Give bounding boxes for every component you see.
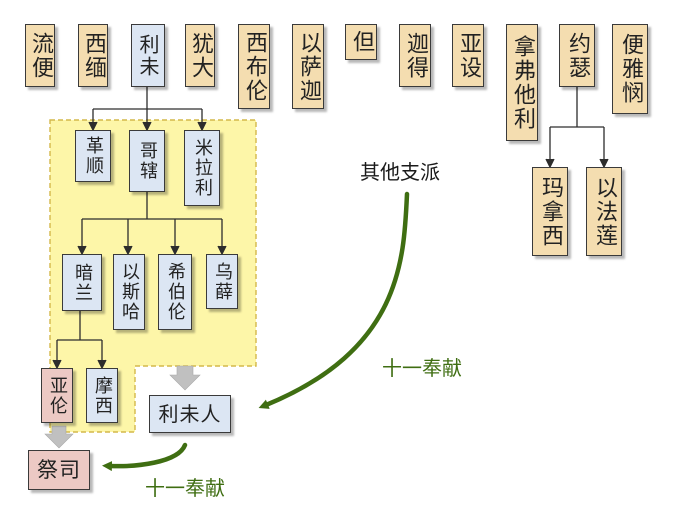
tithe-arrow-tribes-to-levites [258,191,410,409]
kohath-son-box: 希伯伦 [158,254,192,330]
tribe-box: 流便 [25,24,55,87]
tribe-box: 西布伦 [238,24,270,109]
tribe-box: 便雅悯 [612,24,648,114]
tribe-box: 拿弗他利 [506,24,538,141]
tribe-box: 迦得 [399,24,431,87]
levites-box: 利未人 [149,395,231,433]
tribe-box: 但 [345,24,377,60]
moses-box: 摩西 [86,368,118,423]
joseph-son-box: 玛拿西 [532,167,568,256]
levi-son-box-kohath: 哥辖 [129,130,165,192]
tribe-box: 以萨迦 [292,24,324,109]
tithe-label-upper: 十一奉献 [382,356,462,380]
tribe-box: 亚设 [452,24,484,87]
priests-box: 祭司 [28,450,90,490]
other-branches-label: 其他支派 [360,160,440,184]
aaron-box: 亚伦 [41,368,73,423]
amram-connectors [52,311,107,370]
kohath-son-box: 乌薛 [206,254,238,309]
tribe-box-joseph: 约瑟 [559,24,595,87]
joseph-son-box: 以法莲 [586,167,622,256]
tithe-label-lower: 十一奉献 [145,476,225,500]
gray-arrow-levites [169,365,201,391]
levi-son-box: 革顺 [75,130,111,182]
tithe-arrow-levites-to-priests [102,442,188,472]
kohath-son-box: 以斯哈 [113,254,145,330]
tribe-box: 犹大 [185,24,215,87]
kohath-son-box-amram: 暗兰 [62,254,102,311]
levi-son-box: 米拉利 [184,130,220,206]
tribe-box: 西缅 [78,24,108,87]
tribe-box-levi: 利未 [131,24,165,87]
gray-arrow-priests [44,425,74,449]
joseph-connectors [545,87,609,169]
